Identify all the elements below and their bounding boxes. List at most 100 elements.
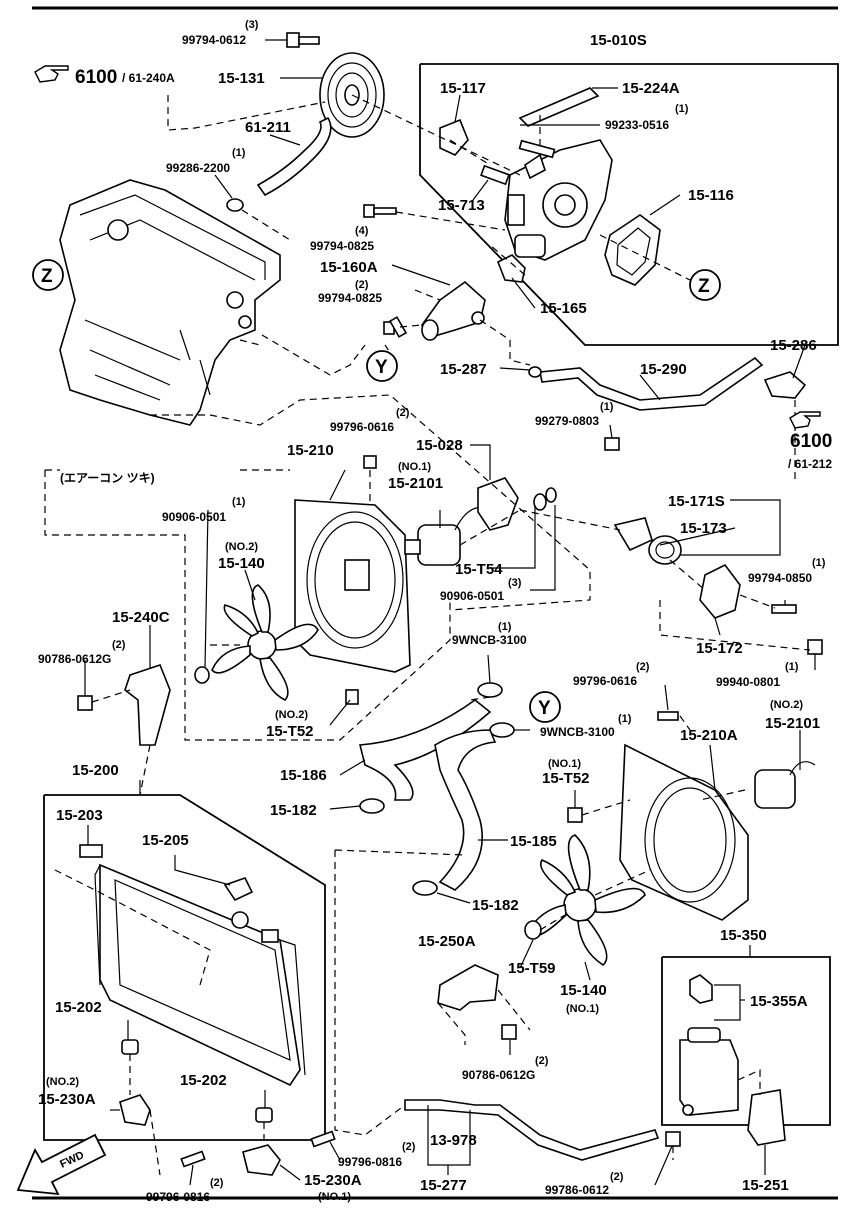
hose-15-185	[434, 729, 497, 891]
label-no1-140: (NO.1)	[566, 1003, 599, 1015]
label-y-top: Y	[375, 357, 388, 378]
qty-99286-2200: (1)	[232, 147, 246, 159]
label-15-171S: 15-171S	[668, 493, 725, 510]
radiator	[94, 863, 306, 1087]
label-99279-0803: 99279-0803	[535, 414, 599, 428]
bracket-15-117	[439, 118, 469, 156]
label-15-202-a: 15-202	[55, 999, 102, 1016]
qty-99279-0803: (1)	[600, 401, 614, 413]
bolt-99794-0850	[771, 604, 797, 614]
label-y-bottom: Y	[538, 698, 551, 719]
fwd-arrow-icon	[16, 1133, 107, 1196]
gasket-15-173	[613, 517, 653, 552]
clamp-9wncb-3100-b	[489, 722, 515, 738]
bolt-99279-0803	[604, 437, 620, 451]
label-61-240A: / 61-240A	[122, 71, 175, 85]
engine-block	[59, 179, 281, 426]
label-99796-0616-a: 99796-0616	[330, 420, 394, 434]
label-99796-0816-a: 99796-0816	[338, 1155, 402, 1169]
label-61-212: / 61-212	[788, 457, 832, 471]
label-15-277: 15-277	[420, 1177, 467, 1194]
cap-15-355A	[689, 974, 713, 1004]
label-9wncb-3100-a: 9WNCB-3100	[452, 633, 527, 647]
qty-99794-0825-a: (4)	[355, 225, 369, 237]
label-15-T52-b: 15-T52	[542, 770, 590, 787]
qty-90906-0501-a: (1)	[232, 496, 246, 508]
label-15-251: 15-251	[742, 1177, 789, 1194]
label-15-2101-a: 15-2101	[388, 475, 443, 492]
y-callout-bottom	[529, 691, 561, 723]
label-15-350: 15-350	[720, 927, 767, 944]
stud-15-713	[480, 164, 510, 186]
label-9wncb-3100-b: 9WNCB-3100	[540, 725, 615, 739]
gasket-15-116	[604, 214, 661, 286]
fan-motor-15-2101-no1	[404, 506, 491, 566]
label-61-211: 61-211	[245, 119, 291, 136]
label-99233-0516: 99233-0516	[605, 118, 669, 132]
bracket-15-230A-no2	[119, 1094, 151, 1126]
label-aircon-note: (エアーコン ツキ)	[60, 471, 155, 485]
clamp-9wncb-3100-a	[477, 682, 503, 698]
bracket-15-240C	[124, 664, 171, 746]
label-15-182-b: 15-182	[472, 897, 519, 914]
label-15-160A: 15-160A	[320, 259, 378, 276]
label-15-290: 15-290	[640, 361, 687, 378]
label-no1-t52: (NO.1)	[548, 758, 581, 770]
bolt-99796-0816-b	[180, 1150, 206, 1168]
cover-15-172	[699, 563, 741, 619]
label-15-205: 15-205	[142, 832, 189, 849]
qty-90906-0501-b: (3)	[508, 577, 522, 589]
bolt-90786-0612G-a	[77, 695, 93, 711]
hose-15-277	[404, 1099, 660, 1161]
label-15-355A: 15-355A	[750, 993, 808, 1010]
label-13-978: 13-978	[430, 1132, 477, 1149]
label-z-left: Z	[41, 266, 53, 287]
label-15-172: 15-172	[696, 640, 743, 657]
bolt-99796-0816-a	[310, 1130, 336, 1148]
label-15-T54: 15-T54	[455, 561, 503, 578]
label-15-713: 15-713	[438, 197, 485, 214]
hose-15-186	[358, 698, 492, 801]
qty-99940-0801: (1)	[785, 661, 799, 673]
bracket-15-250A	[437, 964, 499, 1011]
pointing-hand-icon	[34, 65, 69, 83]
water-pump-assembly	[504, 139, 613, 261]
gasket-15-165	[496, 254, 526, 283]
clamp-99286-2200	[226, 198, 244, 212]
qty-99796-0816-a: (2)	[402, 1141, 416, 1153]
label-99794-0825-b: 99794-0825	[318, 291, 382, 305]
fan-motor-15-2101-no2	[754, 761, 816, 809]
label-no1-2101: (NO.1)	[398, 461, 431, 473]
label-15-230A-a: 15-230A	[38, 1091, 96, 1108]
qty-9wncb-3100-a: (1)	[498, 621, 512, 633]
label-15-165: 15-165	[540, 300, 587, 317]
z-callout-left	[32, 259, 64, 291]
label-15-210: 15-210	[287, 442, 334, 459]
pipe-15-290	[539, 356, 764, 411]
bolt-99794-0612	[286, 32, 320, 48]
label-15-224A: 15-224A	[622, 80, 680, 97]
label-90906-0501-a: 90906-0501	[162, 510, 226, 524]
label-15-250A: 15-250A	[418, 933, 476, 950]
pointing-hand-icon	[789, 411, 821, 429]
label-15-010S: 15-010S	[590, 32, 647, 49]
part-labels: (3) 99794-0612 15-010S 6100 / 61-240A 15…	[38, 19, 832, 1204]
label-15-117: 15-117	[440, 80, 486, 97]
bolt-90786-0612G-b	[501, 1024, 517, 1040]
label-6100-b: 6100	[790, 431, 832, 452]
label-no2-t52: (NO.2)	[275, 709, 308, 721]
gasket-15-224A	[518, 87, 600, 127]
label-15-140-b: 15-140	[560, 982, 607, 999]
reservoir-frame	[661, 956, 831, 1126]
label-15-200: 15-200	[72, 762, 119, 779]
label-99796-0616-b: 99796-0616	[573, 674, 637, 688]
label-15-203: 15-203	[56, 807, 103, 824]
nut-90906-0501	[533, 493, 547, 511]
z-callout-right	[689, 269, 721, 301]
label-15-240C: 15-240C	[112, 609, 170, 626]
label-15-186: 15-186	[280, 767, 327, 784]
label-15-116: 15-116	[688, 187, 734, 204]
label-90786-0612G-b: 90786-0612G	[462, 1068, 535, 1082]
fan-shroud-15-210A	[619, 743, 749, 921]
